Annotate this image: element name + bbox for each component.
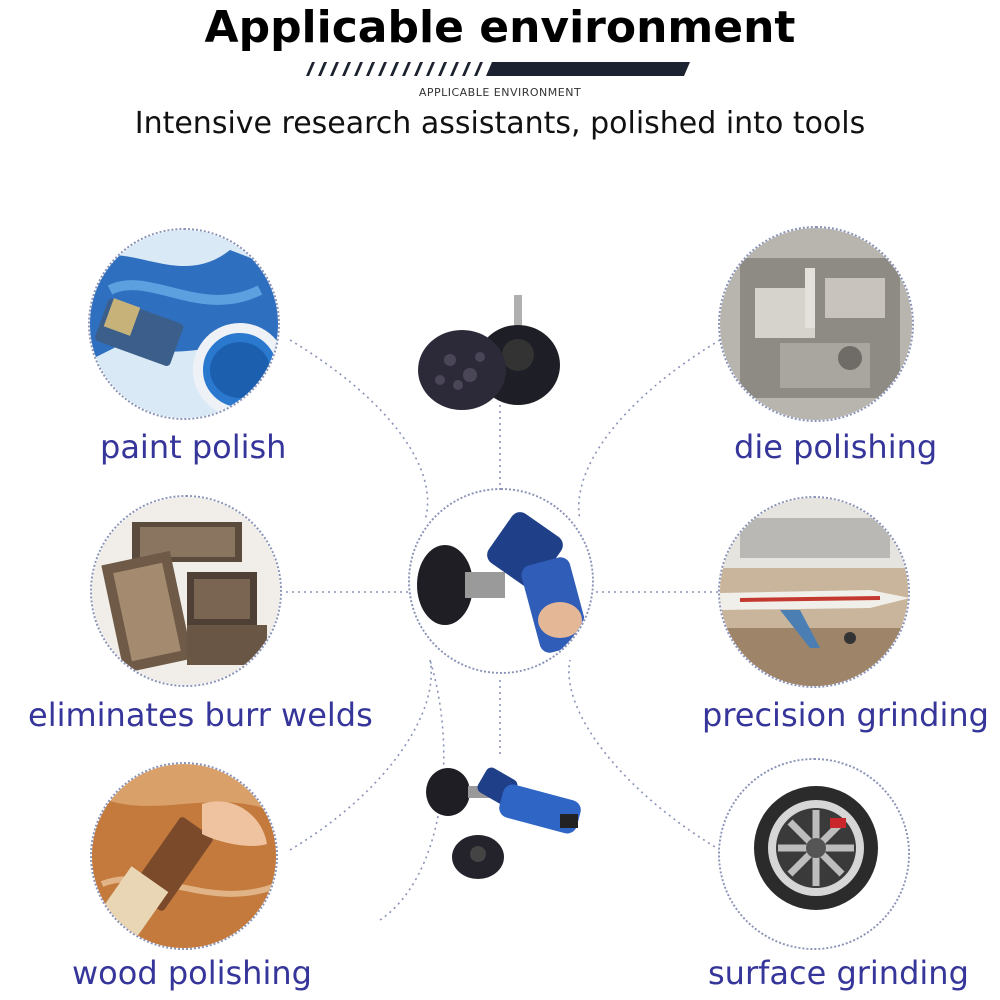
title-underline-bar bbox=[306, 62, 690, 76]
label-surface-grinding: surface grinding bbox=[708, 954, 969, 992]
grinder-kit-photo-icon bbox=[426, 767, 581, 879]
label-eliminates-burr-welds: eliminates burr welds bbox=[28, 696, 373, 734]
metal-tubes-photo-icon bbox=[90, 495, 282, 687]
die-mold-photo-icon bbox=[718, 226, 914, 422]
tagline: Intensive research assistants, polished … bbox=[134, 106, 866, 141]
label-paint-polish: paint polish bbox=[100, 428, 287, 466]
die-grinder-photo-icon bbox=[408, 488, 594, 674]
label-precision-grinding: precision grinding bbox=[702, 696, 989, 734]
small-caption: APPLICABLE ENVIRONMENT bbox=[418, 86, 582, 99]
page-title: Applicable environment bbox=[204, 2, 796, 53]
wood-brush-photo-icon bbox=[90, 762, 278, 950]
stripping-disc-photo-icon bbox=[418, 295, 560, 410]
label-die-polishing: die polishing bbox=[734, 428, 938, 466]
aircraft-hangar-photo-icon bbox=[718, 496, 910, 688]
label-wood-polishing: wood polishing bbox=[72, 954, 312, 992]
paint-photo-icon bbox=[88, 228, 280, 420]
car-wheel-photo-icon bbox=[718, 758, 910, 950]
